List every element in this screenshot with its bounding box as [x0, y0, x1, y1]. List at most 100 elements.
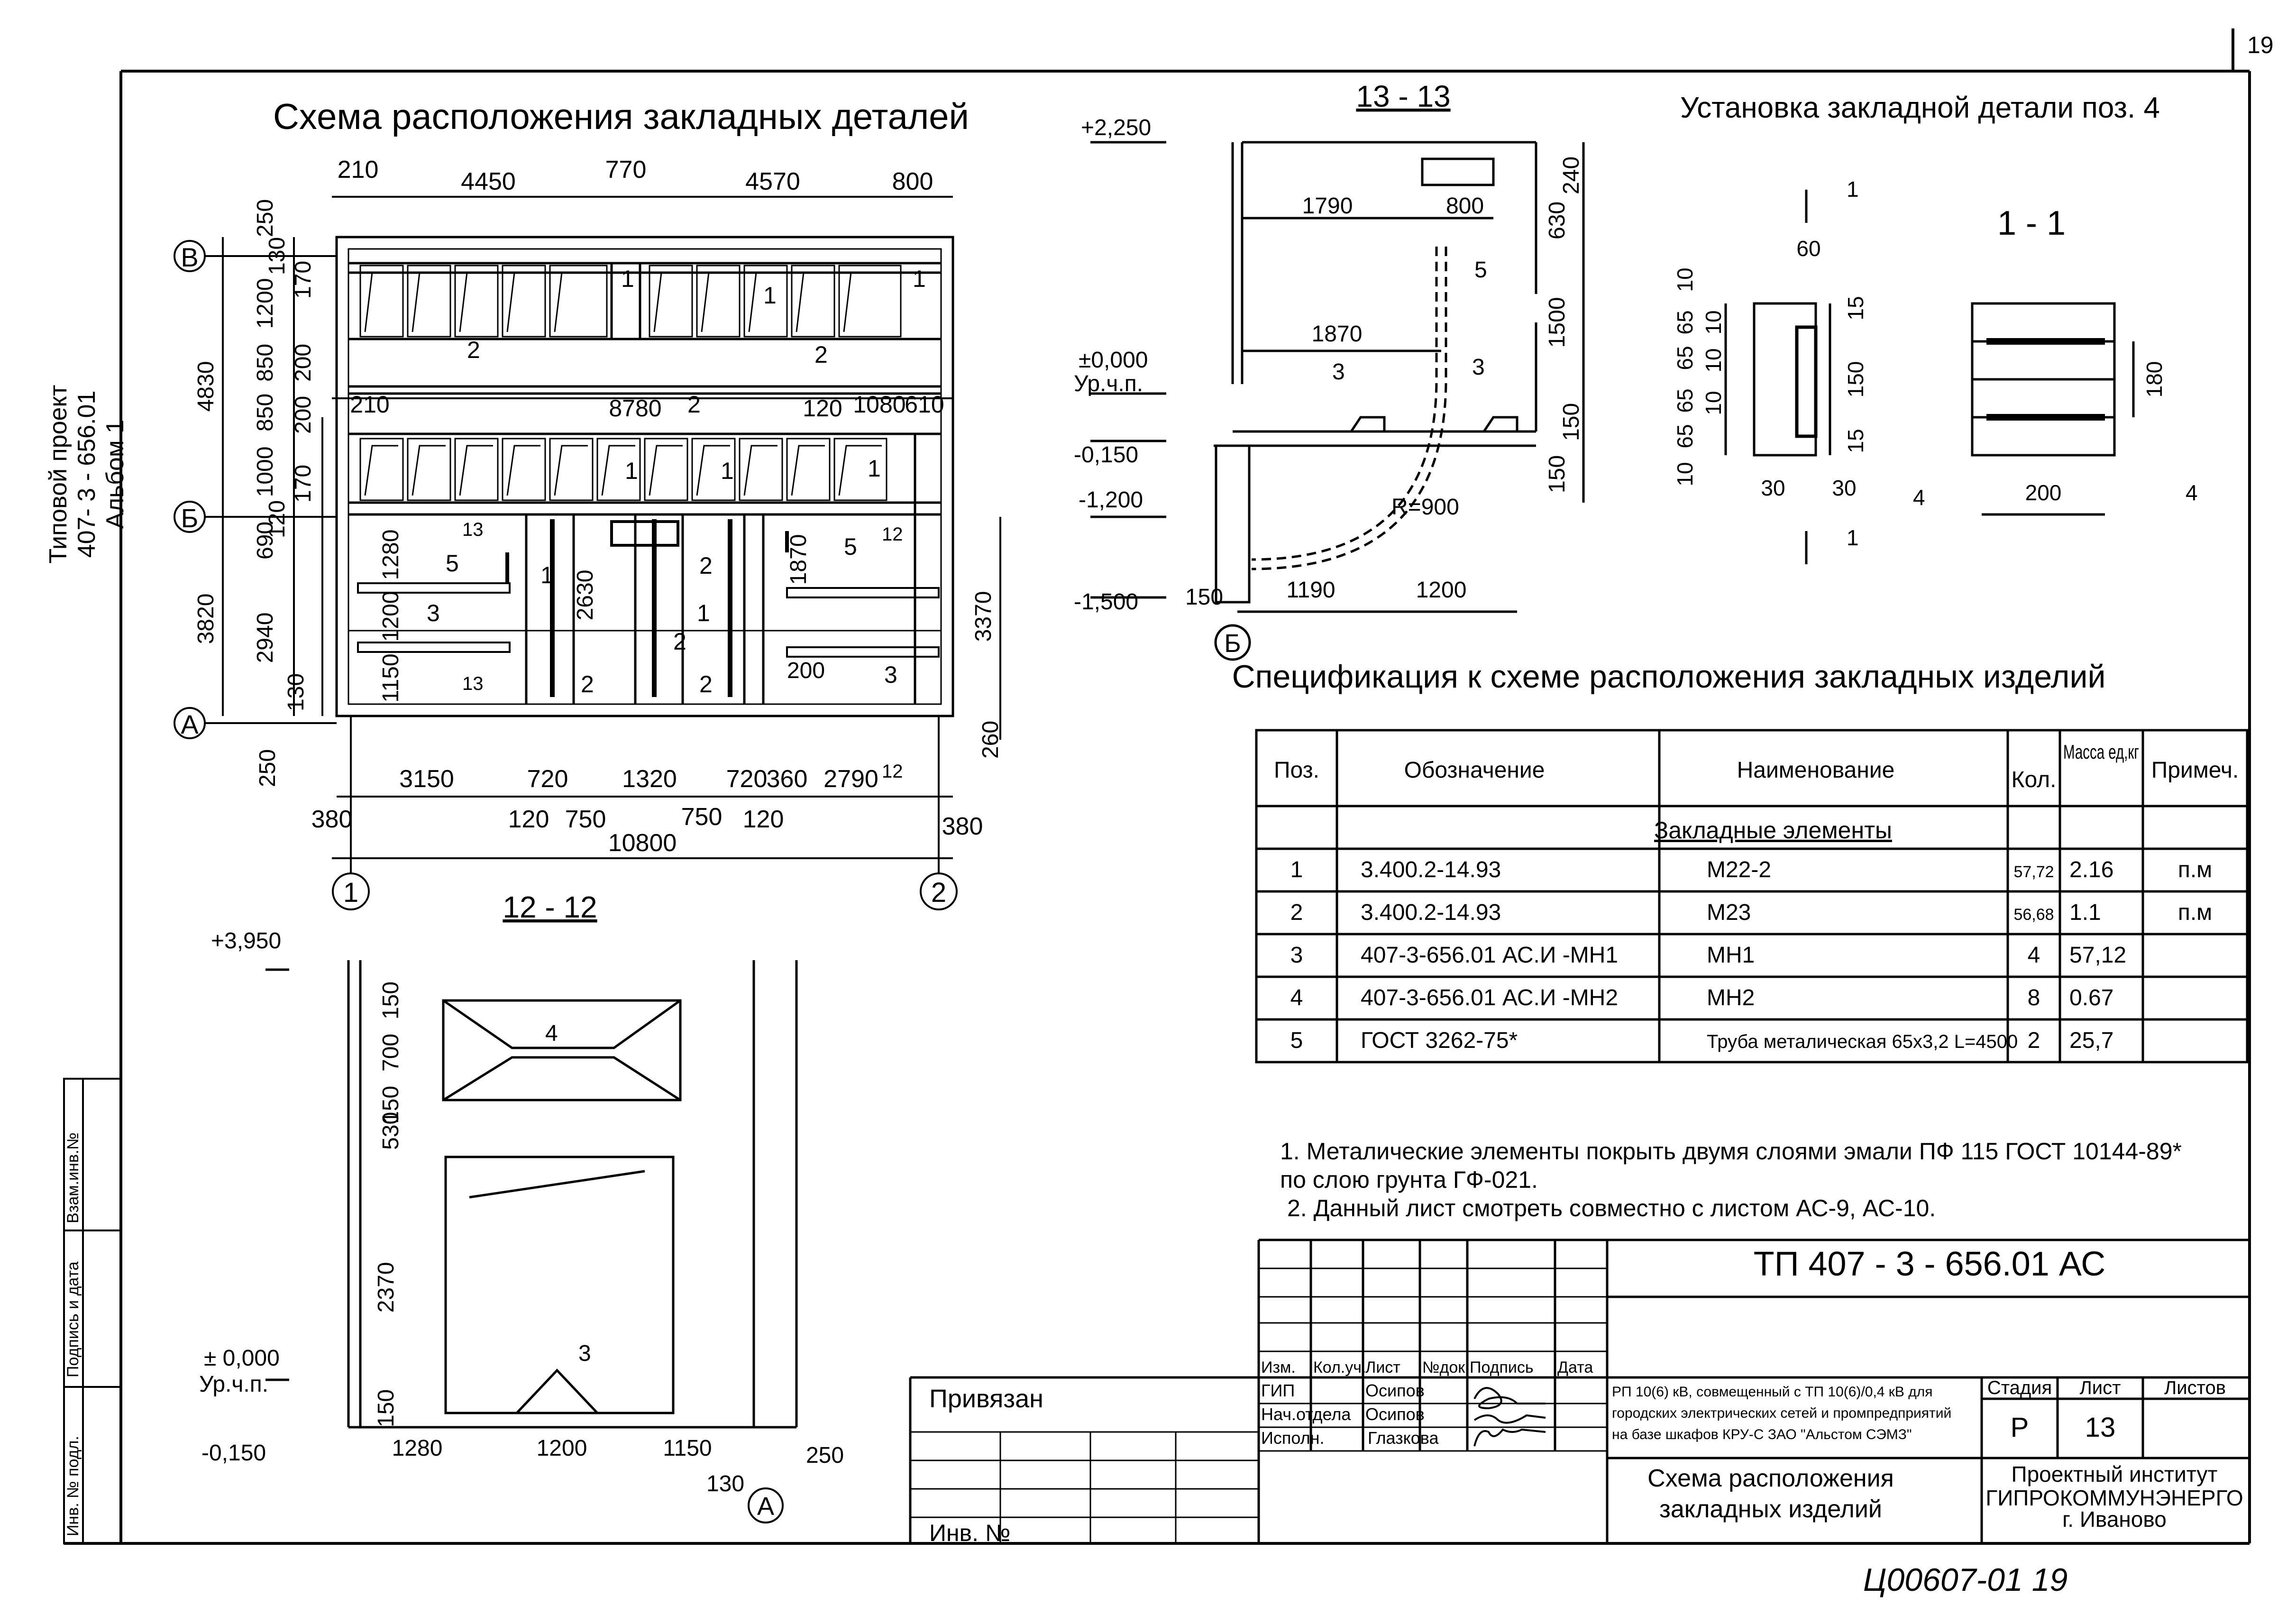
spec-cell: п.м — [2178, 900, 2212, 925]
section-mark: 13 — [462, 673, 484, 694]
dim-text: 120 — [803, 395, 842, 422]
side-label: Типовой проект 407- 3 - 656.01 Альбом 1 — [45, 385, 129, 563]
callout-mark: 5 — [844, 533, 857, 560]
side-col-label-2: Подпись и дата — [64, 1261, 82, 1377]
plan-structure — [335, 236, 954, 717]
cut-mark: 1 — [1847, 177, 1859, 202]
project-desc-line: городских электрических сетей и промпред… — [1612, 1405, 1951, 1421]
spec-table-grid — [1255, 729, 2249, 1064]
signatures — [1473, 1387, 1546, 1447]
spec-cell: 4 — [1290, 985, 1303, 1010]
dim-text: 2940 — [253, 613, 278, 663]
callout-mark: 2 — [699, 671, 713, 697]
callout-mark: 4 — [545, 1021, 558, 1046]
handwritten-note: Ц00607-01 19 — [1863, 1562, 2067, 1598]
plan-callouts: 1 1 1 1 1 1 1 1 2 2 2 2 2 2 2 3 3 5 5 13… — [427, 266, 926, 782]
spec-cell: 407-3-656.01 АС.И -МН2 — [1361, 985, 1618, 1010]
dim-text: 120 — [743, 806, 784, 833]
dim-text: 15 — [1843, 429, 1868, 453]
callout-mark: 2 — [673, 628, 686, 655]
callout-mark: 1 — [540, 562, 554, 588]
dim-text: 200 — [291, 344, 316, 382]
spec-col-header: Поз. — [1274, 758, 1319, 783]
dim-text: 750 — [681, 803, 723, 831]
dim-text: 1320 — [622, 765, 677, 793]
dim-text: 2370 — [374, 1262, 399, 1313]
stamp-name: Глазкова — [1368, 1428, 1439, 1448]
stamp-role: Исполн. — [1261, 1428, 1325, 1448]
plan-right-dims: 3370 260 2630 1870 200 — [573, 534, 1003, 759]
dim-text: 2630 — [573, 570, 598, 621]
axis-label-2: 2 — [931, 877, 946, 908]
spec-cell: 5 — [1290, 1028, 1303, 1053]
callout-mark: 1 — [913, 266, 926, 292]
dim-text: 60 — [1796, 236, 1820, 261]
plan-top-dims: 210 4450 770 4570 800 — [338, 156, 933, 195]
dim-text: 10 — [1701, 310, 1726, 334]
dim-text: 150 — [1843, 361, 1868, 398]
level-mark: +2,250 — [1081, 115, 1151, 140]
spec-cell: 8 — [2028, 985, 2040, 1010]
page-number: 19 — [2247, 32, 2274, 58]
plan-bottom-dims: 3150 720 1320 720 360 2790 380 120 750 7… — [311, 765, 983, 857]
detail-4-texts: 1 1 10 65 65 65 10 65 10 10 10 60 15 150… — [1673, 177, 2198, 550]
dim-text: 2790 — [823, 765, 878, 793]
dim-text: 15 — [1843, 296, 1868, 320]
plan-cabinets-middle — [359, 438, 887, 501]
org-line: г. Иваново — [2062, 1507, 2167, 1532]
side-col-label-1: Взам.инв.№ — [64, 1132, 82, 1223]
callout-mark: 5 — [1474, 257, 1487, 283]
axis-label-b: Б — [181, 503, 199, 533]
callout-mark: 3 — [578, 1341, 591, 1366]
dim-text: 720 — [527, 765, 568, 793]
spec-cell: 3.400.2-14.93 — [1361, 857, 1501, 882]
detail-4-lines — [1724, 190, 2135, 564]
dim-text: 200 — [2025, 480, 2062, 505]
callout-mark: 3 — [1332, 359, 1345, 385]
section-12-lines — [265, 960, 798, 1429]
dim-text: 120 — [265, 500, 290, 538]
project-description: РП 10(6) кВ, совмещенный с ТП 10(6)/0,4 … — [1612, 1384, 1951, 1442]
section-13-texts: +2,250 ±0,000 Ур.ч.п. -0,150 -1,200 -1,5… — [1074, 115, 1584, 658]
inv-label: Инв. № — [929, 1520, 1011, 1546]
dim-text: 1150 — [378, 653, 403, 702]
dim-text: 690 — [253, 522, 278, 560]
spec-cell: 57,12 — [2069, 943, 2126, 968]
dim-text: 200 — [787, 658, 825, 683]
axis-label-b-section: Б — [1224, 629, 1241, 658]
spec-cell: 2.16 — [2069, 857, 2113, 882]
stage-cells: Стадия Лист Листов Р 13 — [1987, 1377, 2226, 1443]
dim-text: 170 — [291, 261, 316, 299]
plan-cabinets-upper — [359, 265, 902, 338]
organization: Проектный институт ГИПРОКОММУНЭНЕРГО г. … — [1985, 1462, 2243, 1532]
spec-cell: 0.67 — [2069, 985, 2113, 1010]
dim-text: 1200 — [253, 278, 278, 329]
spec-group-label: Закладные элементы — [1654, 817, 1892, 844]
dim-text: 850 — [253, 344, 278, 382]
level-mark: -1,500 — [1074, 589, 1138, 615]
level-mark: -0,150 — [1074, 442, 1138, 468]
dim-text: 3370 — [971, 591, 996, 642]
axis-label-1: 1 — [343, 877, 358, 908]
spec-cell: 4 — [2028, 943, 2040, 968]
dim-text: 630 — [1545, 202, 1570, 239]
stamp-col-header: Дата — [1557, 1358, 1593, 1376]
dim-text: 170 — [291, 465, 316, 503]
dim-text: 530 — [378, 1112, 403, 1150]
level-mark: Ур.ч.п. — [199, 1372, 268, 1397]
level-mark: Ур.ч.п. — [1074, 371, 1143, 396]
section-12-title: 12 - 12 — [503, 890, 597, 924]
level-mark: -1,200 — [1079, 487, 1143, 513]
dim-text: 1200 — [537, 1436, 587, 1461]
dim-text: 800 — [1446, 193, 1484, 219]
project-desc-line: РП 10(6) кВ, совмещенный с ТП 10(6)/0,4 … — [1612, 1384, 1933, 1400]
callout-mark: 1 — [721, 458, 734, 484]
dim-text: 750 — [565, 806, 606, 833]
org-line: ГИПРОКОММУНЭНЕРГО — [1985, 1486, 2243, 1510]
dim-text: 120 — [508, 806, 549, 833]
level-mark: ± 0,000 — [204, 1346, 280, 1371]
dim-text: 65 — [1673, 388, 1697, 413]
spec-cell: 2 — [2028, 1028, 2040, 1053]
dim-text: 3820 — [193, 594, 219, 644]
